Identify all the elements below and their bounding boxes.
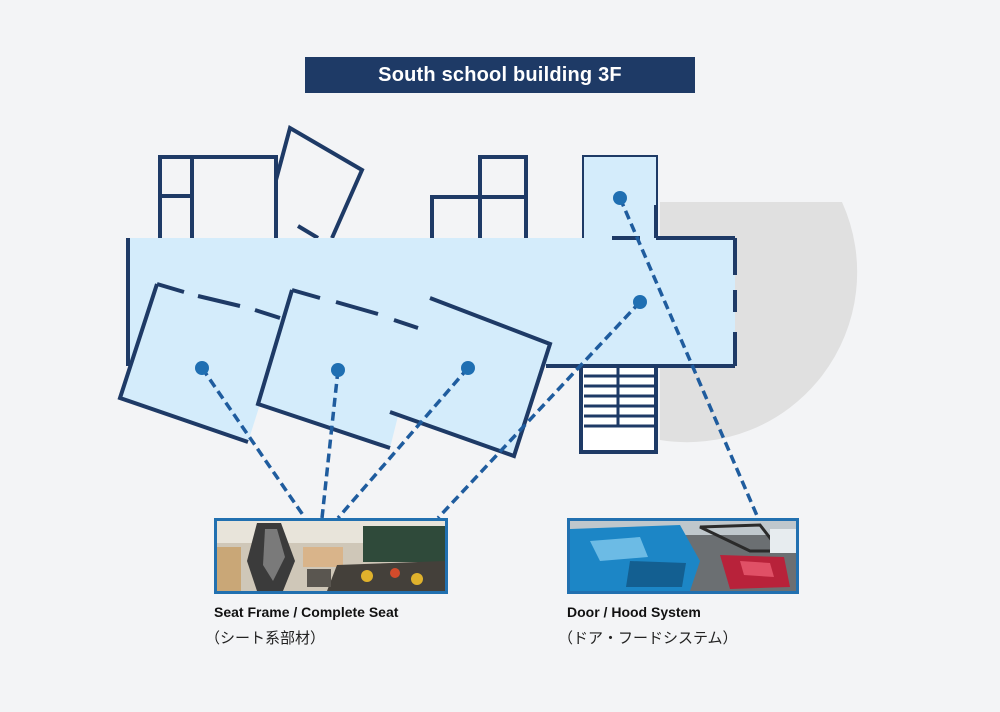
marker-room-1[interactable] xyxy=(195,361,209,375)
marker-corridor[interactable] xyxy=(633,295,647,309)
leader-lines xyxy=(200,197,760,520)
room-3 xyxy=(390,298,550,456)
location-markers xyxy=(195,191,647,377)
door-hood-photo xyxy=(567,518,799,594)
door-caption-ja: （ドア・フードシステム） xyxy=(558,629,738,647)
seat-caption-en: Seat Frame / Complete Seat xyxy=(214,604,399,620)
seat-caption-ja: （シート系部材） xyxy=(205,629,326,647)
upper-rooms xyxy=(158,124,658,240)
marker-room-2[interactable] xyxy=(331,363,345,377)
floor-title: South school building 3F xyxy=(305,57,695,93)
door-caption-en: Door / Hood System xyxy=(567,604,701,620)
marker-north-room[interactable] xyxy=(613,191,627,205)
stairs xyxy=(579,364,658,454)
seat-frame-photo xyxy=(214,518,448,594)
marker-room-3[interactable] xyxy=(461,361,475,375)
